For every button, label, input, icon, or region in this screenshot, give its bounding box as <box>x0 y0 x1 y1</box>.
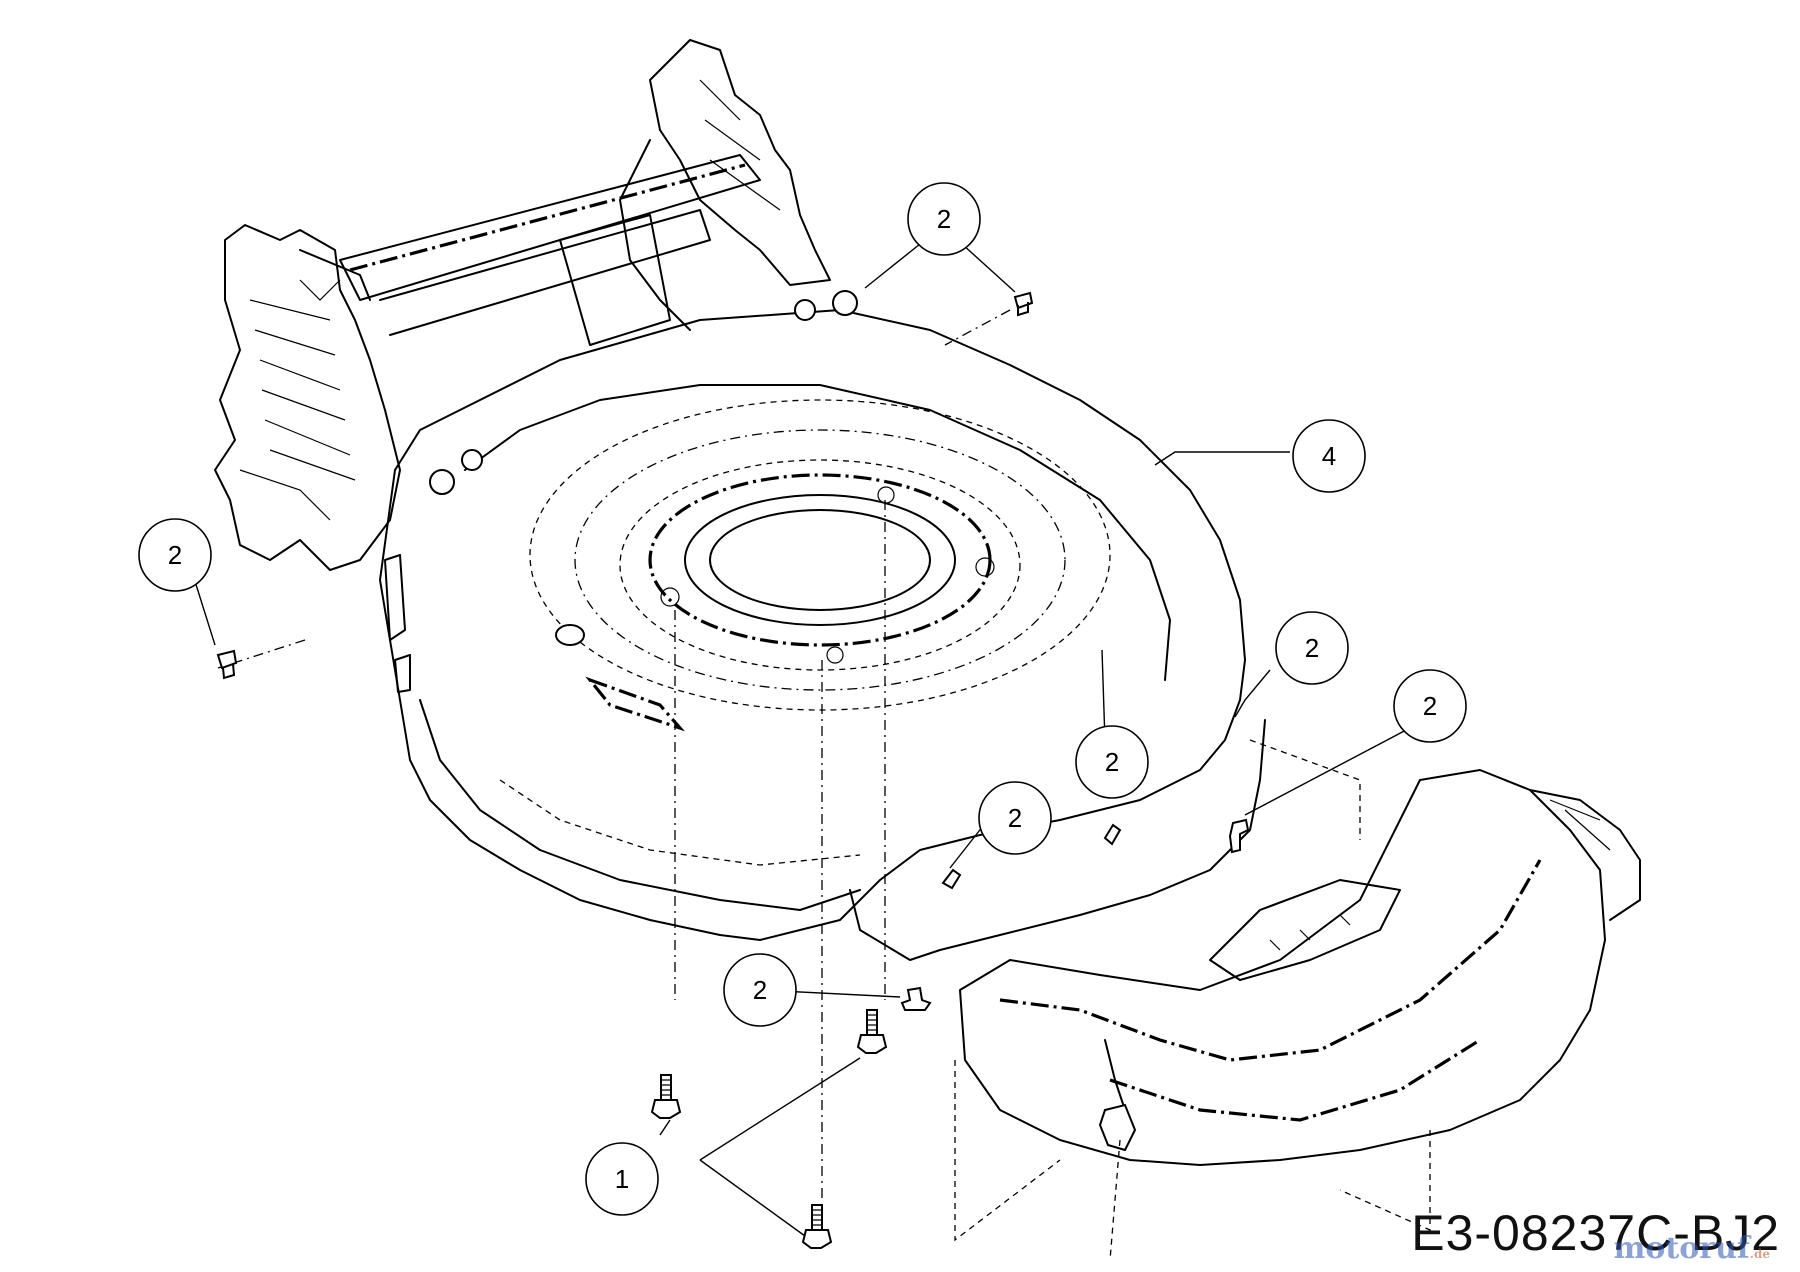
callout-4: 2 <box>1275 611 1349 685</box>
bolts-small <box>216 291 1250 1011</box>
callout-label: 2 <box>1305 633 1319 663</box>
bolts-long <box>650 1009 888 1249</box>
drawing-code: E3-08237C-BJ2 <box>1411 1205 1780 1261</box>
watermark-brand: motoruf <box>1613 1231 1750 1266</box>
callout-circle <box>585 1142 659 1216</box>
callout-2: 4 <box>1292 419 1366 493</box>
callout-label: 2 <box>1105 747 1119 777</box>
callout-circle <box>1292 419 1366 493</box>
rear-cross-bar <box>339 154 761 346</box>
watermark-logo: motoruf.de <box>1614 1231 1770 1266</box>
callout-1: 2 <box>907 182 981 256</box>
callout-circle <box>723 953 797 1027</box>
callout-label: 4 <box>1322 441 1336 471</box>
mower-deck <box>379 290 1266 961</box>
callout-circle <box>138 518 212 592</box>
long-bolt-1 <box>650 1074 682 1119</box>
rear-deflector <box>959 769 1641 1166</box>
callout-5: 2 <box>1393 669 1467 743</box>
callout-circle <box>1075 725 1149 799</box>
callout-8: 2 <box>723 953 797 1027</box>
callout-circle <box>1393 669 1467 743</box>
callout-circle <box>978 781 1052 855</box>
callout-circle <box>1275 611 1349 685</box>
handle-bracket-left <box>214 224 401 571</box>
callout-label: 2 <box>1008 803 1022 833</box>
callout-label: 2 <box>1423 691 1437 721</box>
callout-6: 2 <box>1075 725 1149 799</box>
callout-label: 2 <box>937 204 951 234</box>
callout-label: 2 <box>753 975 767 1005</box>
handle-bracket-right <box>619 39 831 331</box>
callout-label: 2 <box>168 540 182 570</box>
leader-lines <box>192 243 1409 1237</box>
long-bolt-2 <box>856 1009 888 1054</box>
callout-7: 2 <box>978 781 1052 855</box>
assembly-guides <box>217 309 1431 1261</box>
callout-label: 1 <box>615 1164 629 1194</box>
callout-9: 1 <box>585 1142 659 1216</box>
watermark-tld: .de <box>1749 1247 1770 1261</box>
callout-circle <box>907 182 981 256</box>
callout-3: 2 <box>138 518 212 592</box>
long-bolt-3 <box>801 1204 833 1249</box>
